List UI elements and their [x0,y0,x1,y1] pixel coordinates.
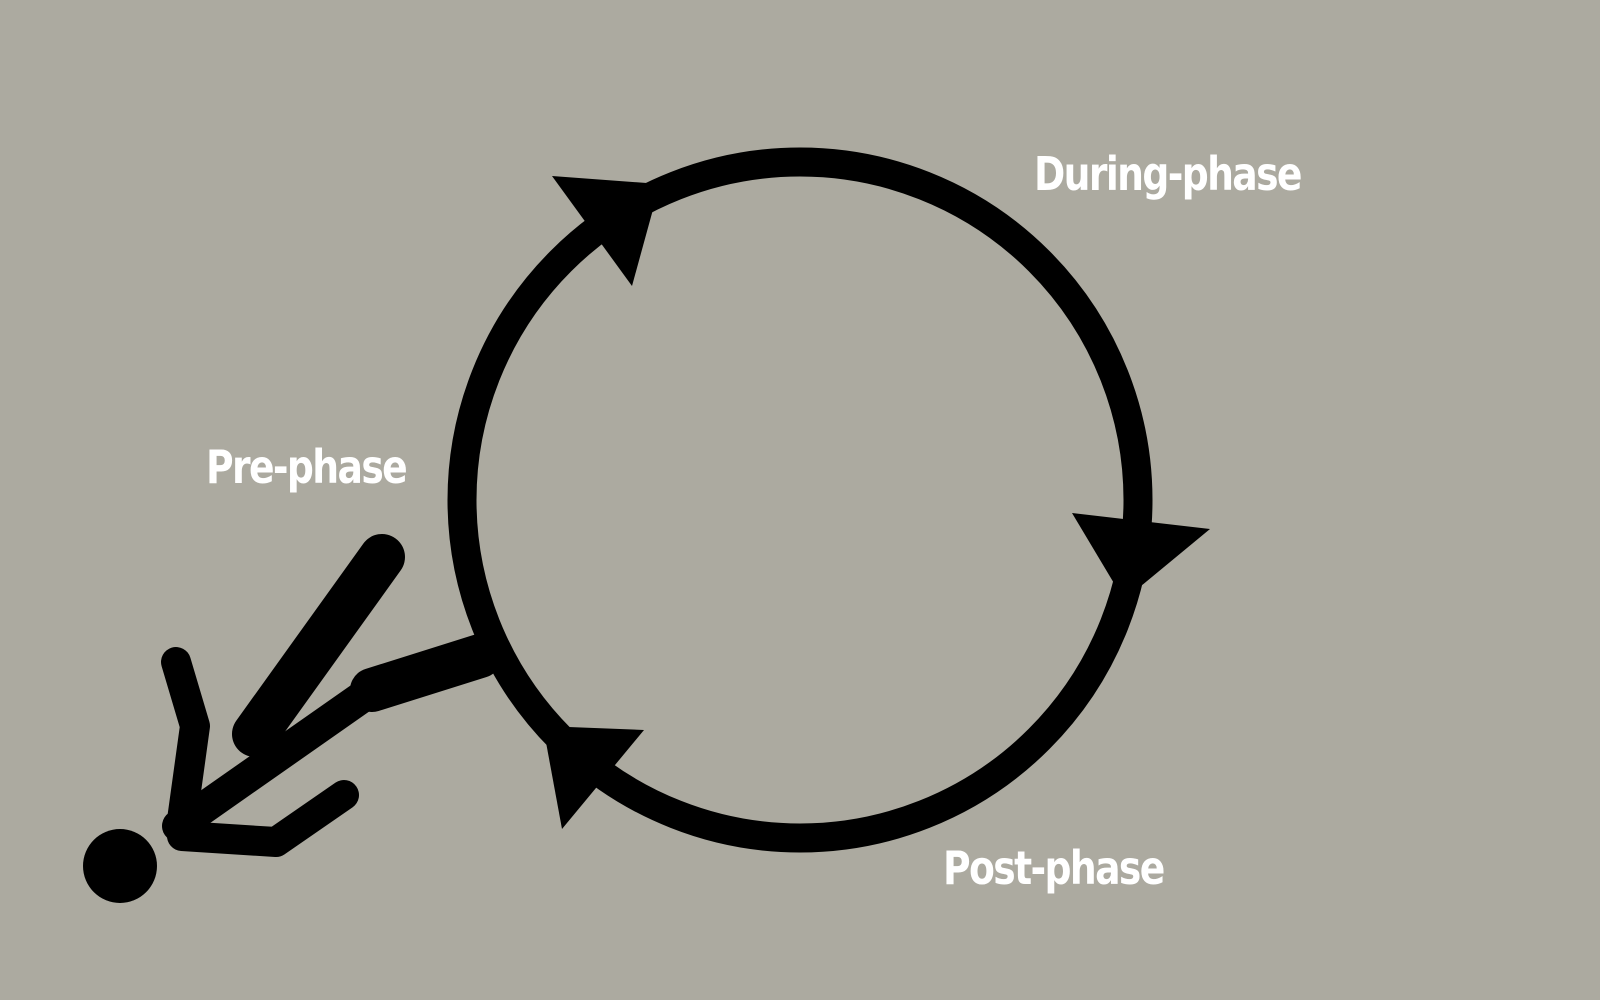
fallen-person-icon [83,534,502,903]
figure-leg-upper [161,647,210,835]
during-phase-label: During-phase [1034,147,1303,201]
figure-head [83,829,157,903]
arrowhead-bottom-left-icon [543,726,644,829]
figure-arm-upper [232,534,405,757]
cycle-ring [447,147,1153,853]
figure-torso [162,674,388,842]
arrowhead-right-icon [1072,513,1210,600]
figure-leg-lower [167,780,359,857]
post-phase-label: Post-phase [943,841,1165,895]
pre-phase-label: Pre-phase [206,440,408,494]
cycle-icon [447,147,1210,853]
arrowhead-top-left-icon [552,176,660,286]
figure-arm-reach [350,634,502,712]
